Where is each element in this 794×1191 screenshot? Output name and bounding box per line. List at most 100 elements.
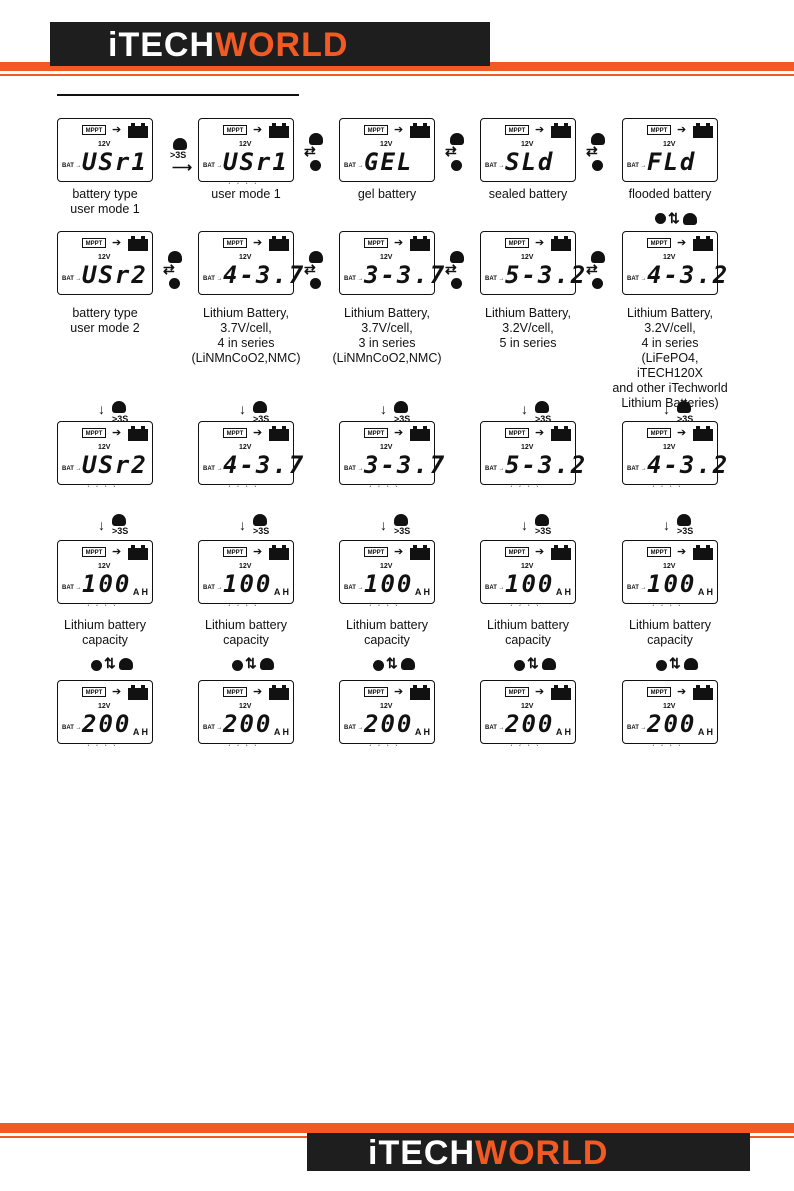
- mode-button-icon: [683, 213, 697, 225]
- voltage-label: 12V: [380, 563, 393, 570]
- arrow-icon: ➔: [394, 686, 404, 698]
- down-arrow-icon: ↓: [521, 401, 528, 417]
- voltage-label: 12V: [98, 703, 111, 710]
- panel-caption: Lithium Battery,3.7V/cell,3 in series(Li…: [332, 306, 442, 365]
- mppt-label: MPPT: [364, 547, 388, 557]
- battery-icon: [410, 685, 430, 700]
- panel-caption: Lithium Battery,3.7V/cell,4 in series(Li…: [191, 306, 301, 365]
- mppt-label: MPPT: [82, 125, 106, 135]
- panel-caption: sealed battery: [488, 187, 568, 201]
- mode-button-icon: [119, 658, 133, 670]
- panel-caption: Lithium Battery,3.2V/cell,5 in series: [485, 306, 571, 350]
- mode-button-icon: [260, 658, 274, 670]
- voltage-label: 12V: [663, 254, 676, 261]
- arrow-icon: ➔: [253, 686, 263, 698]
- unit-label: A H: [132, 727, 148, 737]
- blink-icon: ˊˊˋˋ: [87, 604, 122, 613]
- battery-icon: [410, 236, 430, 251]
- down-arrow-icon: ↓: [239, 517, 246, 533]
- lcd-readout: USr2: [82, 451, 148, 479]
- voltage-label: 12V: [380, 254, 393, 261]
- lcd-readout: 4-3.2: [647, 261, 730, 289]
- voltage-label: 12V: [663, 563, 676, 570]
- hold-3s-label: >3S: [535, 526, 552, 536]
- hold-3s-label: >3S: [394, 526, 411, 536]
- lcd-readout: 5-3.2: [505, 261, 588, 289]
- bat-label: BAT →: [627, 585, 647, 591]
- arrow-icon: ➔: [394, 427, 404, 439]
- mppt-label: MPPT: [223, 428, 247, 438]
- battery-icon: [269, 236, 289, 251]
- mode-button-icon: [684, 658, 698, 670]
- unit-label: A H: [555, 587, 571, 597]
- lcd-readout: 200: [364, 710, 414, 738]
- mppt-label: MPPT: [364, 125, 388, 135]
- lcd-readout: USr2: [82, 261, 148, 289]
- arrow-icon: ➔: [112, 546, 122, 558]
- bat-label: BAT →: [62, 276, 82, 282]
- arrow-icon: ➔: [677, 427, 687, 439]
- blink-icon: ˊˊˋˋ: [87, 485, 122, 494]
- voltage-label: 12V: [380, 703, 393, 710]
- voltage-label: 12V: [239, 141, 252, 148]
- mppt-label: MPPT: [647, 428, 671, 438]
- mppt-label: MPPT: [82, 428, 106, 438]
- mode-button-icon: [591, 251, 605, 263]
- bat-label: BAT →: [627, 163, 647, 169]
- mode-button-icon: [535, 401, 549, 413]
- footer-band: [0, 1123, 794, 1133]
- header-band: [0, 62, 794, 71]
- battery-icon: [410, 545, 430, 560]
- arrow-icon: ➔: [112, 427, 122, 439]
- lcd-readout: 100: [364, 570, 414, 598]
- arrow-icon: ➔: [535, 546, 545, 558]
- set-button-icon: [592, 160, 603, 171]
- blink-icon: ˊˊˋˋ: [652, 485, 687, 494]
- battery-icon: [128, 123, 148, 138]
- bat-label: BAT →: [344, 585, 364, 591]
- set-button-icon: [310, 278, 321, 289]
- lcd-readout: GEL: [364, 148, 414, 176]
- swap-arrow-icon: ⇄: [445, 261, 457, 277]
- set-button-icon: [514, 660, 525, 671]
- voltage-label: 12V: [521, 444, 534, 451]
- bat-label: BAT →: [344, 276, 364, 282]
- swap-arrow-icon: ⇄: [586, 143, 598, 159]
- voltage-label: 12V: [239, 563, 252, 570]
- swap-arrow-icon: ⇄: [304, 143, 316, 159]
- mode-button-icon: [535, 514, 549, 526]
- lcd-readout: USr1: [223, 148, 289, 176]
- lcd-readout: 100: [505, 570, 555, 598]
- down-arrow-icon: ↓: [521, 517, 528, 533]
- mppt-label: MPPT: [82, 238, 106, 248]
- lcd-readout: 5-3.2: [505, 451, 588, 479]
- swap-arrow-icon: ⇅: [245, 655, 257, 671]
- mode-button-icon: [253, 514, 267, 526]
- mppt-label: MPPT: [223, 238, 247, 248]
- hold-3s-label: >3S: [677, 414, 694, 424]
- bat-label: BAT →: [485, 163, 505, 169]
- mppt-label: MPPT: [82, 687, 106, 697]
- voltage-label: 12V: [663, 703, 676, 710]
- section-underline: [57, 94, 299, 96]
- battery-icon: [693, 545, 713, 560]
- hold-3s-label: >3S: [112, 526, 129, 536]
- set-button-icon: [373, 660, 384, 671]
- lcd-readout: 100: [647, 570, 697, 598]
- arrow-icon: ➔: [535, 686, 545, 698]
- set-button-icon: [451, 278, 462, 289]
- mppt-label: MPPT: [82, 547, 106, 557]
